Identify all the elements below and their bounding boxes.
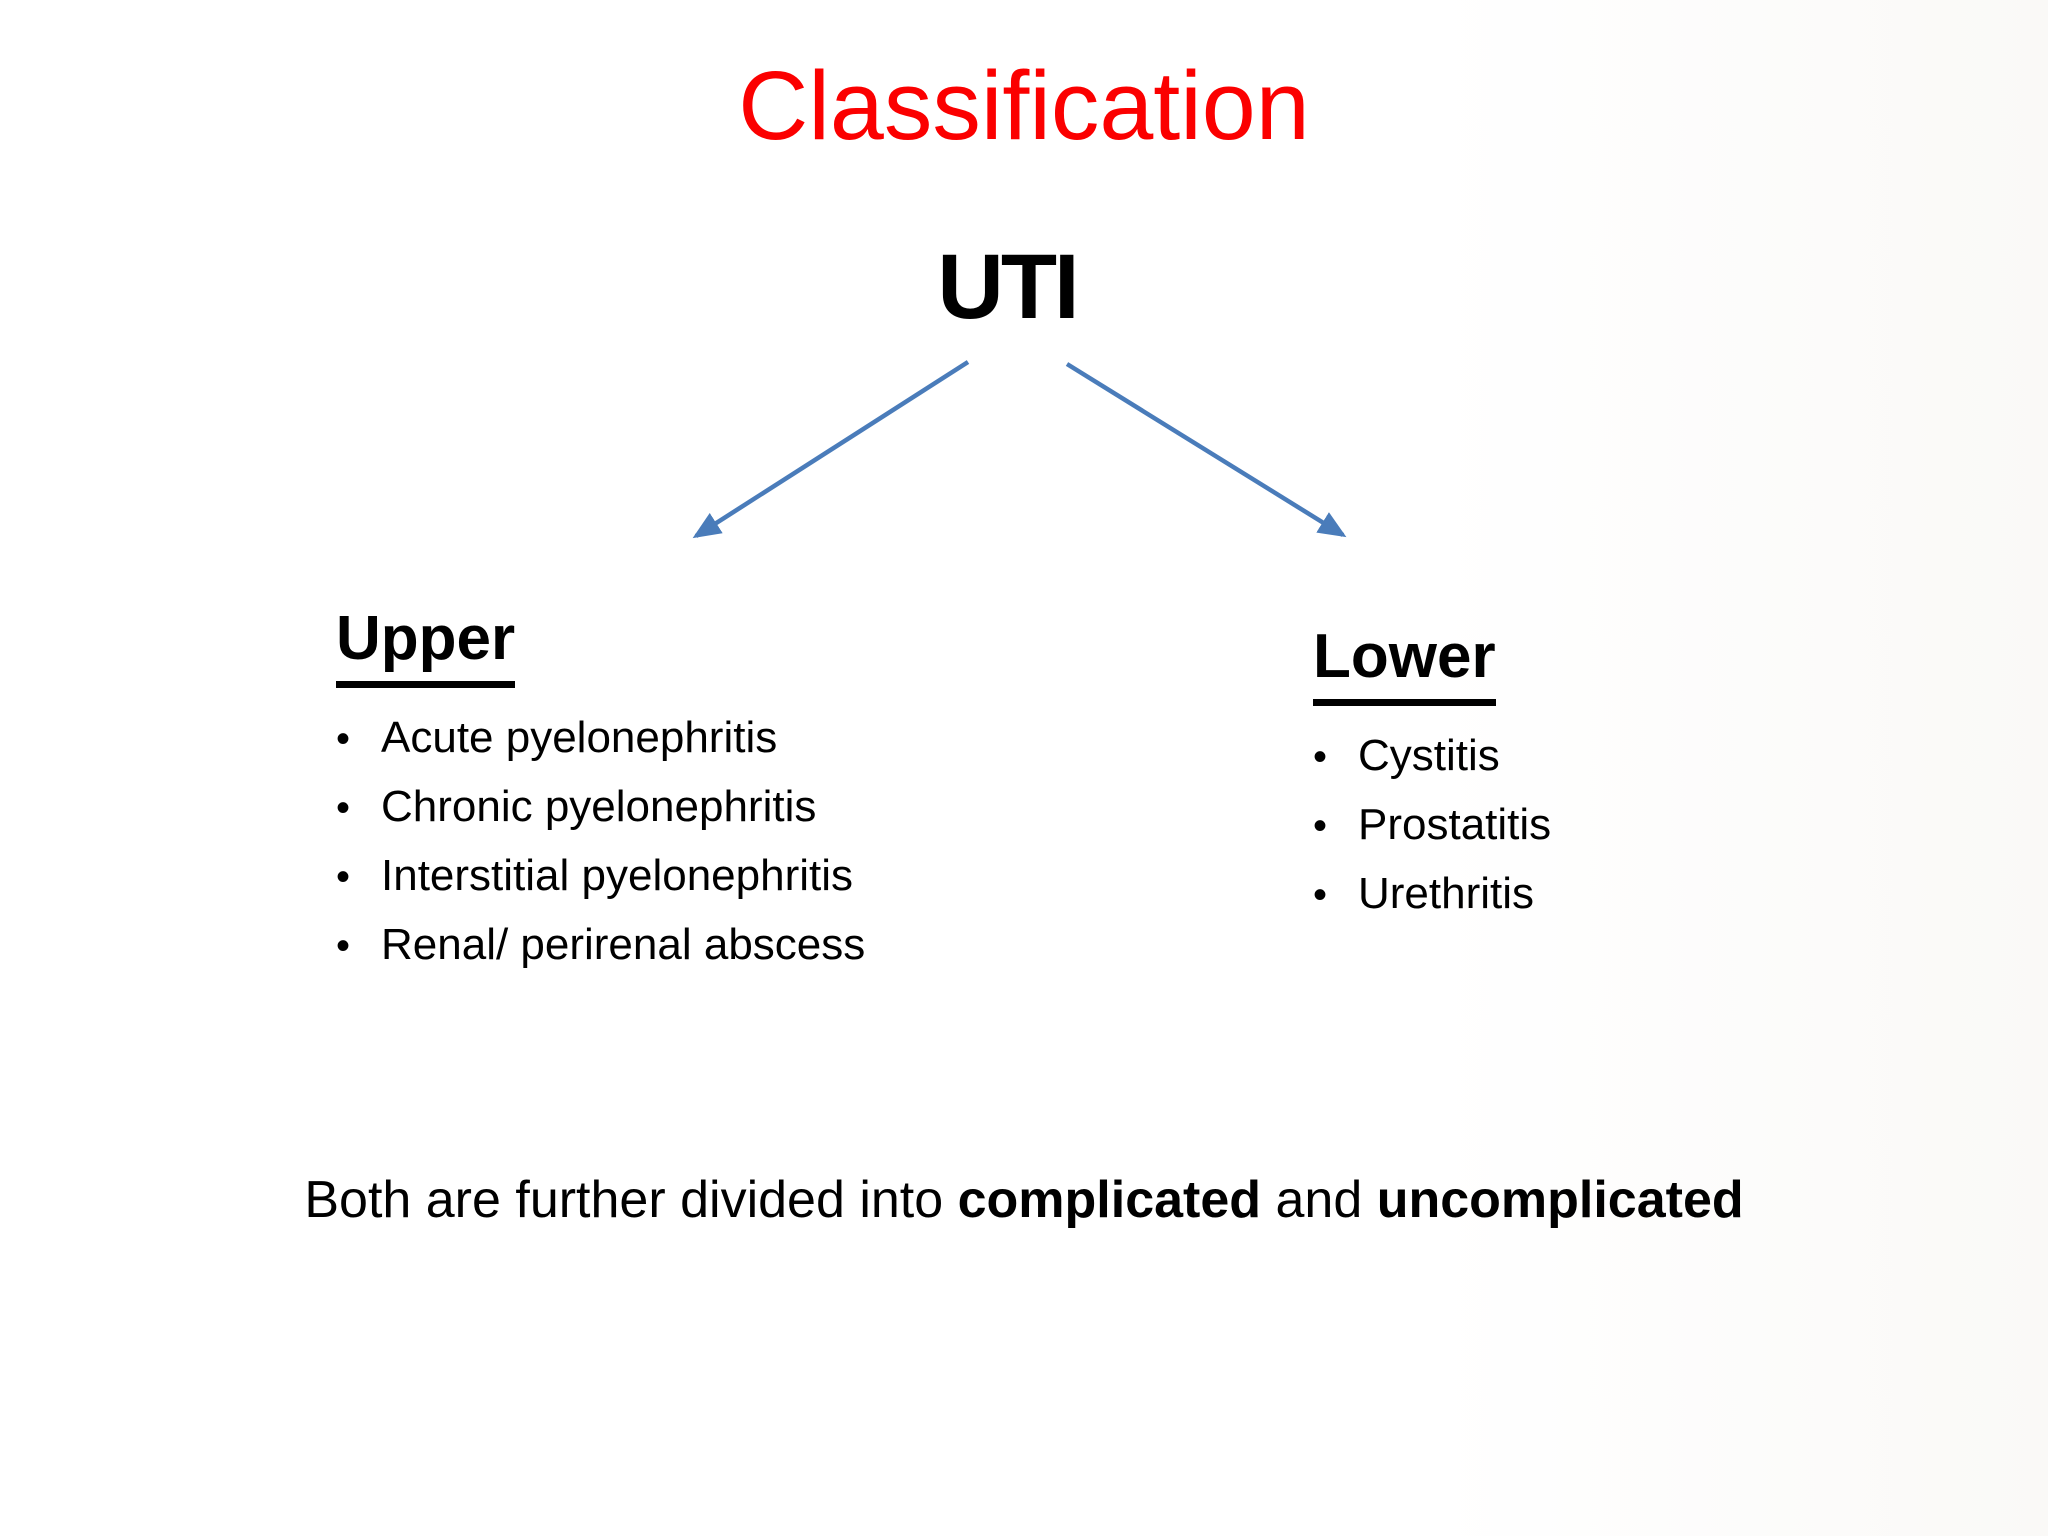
bullet-icon: • xyxy=(336,924,351,968)
right-arrow xyxy=(1065,362,1347,538)
bullet-icon: • xyxy=(336,855,351,899)
list-item: • Interstitial pyelonephritis xyxy=(336,842,1096,911)
lower-branch-heading: Lower xyxy=(1313,622,1496,706)
list-item: • Chronic pyelonephritis xyxy=(336,773,1096,842)
list-item-label: Renal/ perirenal abscess xyxy=(381,920,866,969)
list-item-label: Cystitis xyxy=(1358,731,1500,780)
list-item-label: Chronic pyelonephritis xyxy=(381,782,817,831)
footer-bold-uncomplicated: uncomplicated xyxy=(1376,1171,1744,1229)
list-item: • Cystitis xyxy=(1313,722,1913,791)
list-item: • Prostatitis xyxy=(1313,791,1913,860)
root-node-label: UTI xyxy=(937,236,1079,338)
list-item-label: Acute pyelonephritis xyxy=(381,713,778,762)
footer-note-prefix: Both are further divided into xyxy=(304,1171,958,1229)
bullet-icon: • xyxy=(1313,804,1328,848)
footer-note: Both are further divided into complicate… xyxy=(0,1168,2048,1233)
list-item: • Renal/ perirenal abscess xyxy=(336,911,1096,980)
lower-branch-list: • Cystitis • Prostatitis • Urethritis xyxy=(1313,722,1913,929)
list-item-label: Prostatitis xyxy=(1358,800,1552,849)
list-item-label: Interstitial pyelonephritis xyxy=(381,851,854,900)
list-item: • Urethritis xyxy=(1313,860,1913,929)
bullet-icon: • xyxy=(1313,735,1328,779)
page-title: Classification xyxy=(738,51,1310,160)
left-arrow xyxy=(692,360,970,539)
bullet-icon: • xyxy=(1313,873,1328,917)
bullet-icon: • xyxy=(336,786,351,830)
upper-branch: Upper • Acute pyelonephritis • Chronic p… xyxy=(336,604,1096,980)
upper-branch-list: • Acute pyelonephritis • Chronic pyelone… xyxy=(336,704,1096,980)
upper-branch-heading: Upper xyxy=(336,604,516,688)
footer-note-middle: and xyxy=(1261,1171,1377,1229)
bullet-icon: • xyxy=(336,717,351,761)
list-item-label: Urethritis xyxy=(1358,869,1535,918)
footer-bold-complicated: complicated xyxy=(957,1171,1262,1229)
lower-branch: Lower • Cystitis • Prostatitis • Urethri… xyxy=(1313,622,1913,929)
list-item: • Acute pyelonephritis xyxy=(336,704,1096,773)
